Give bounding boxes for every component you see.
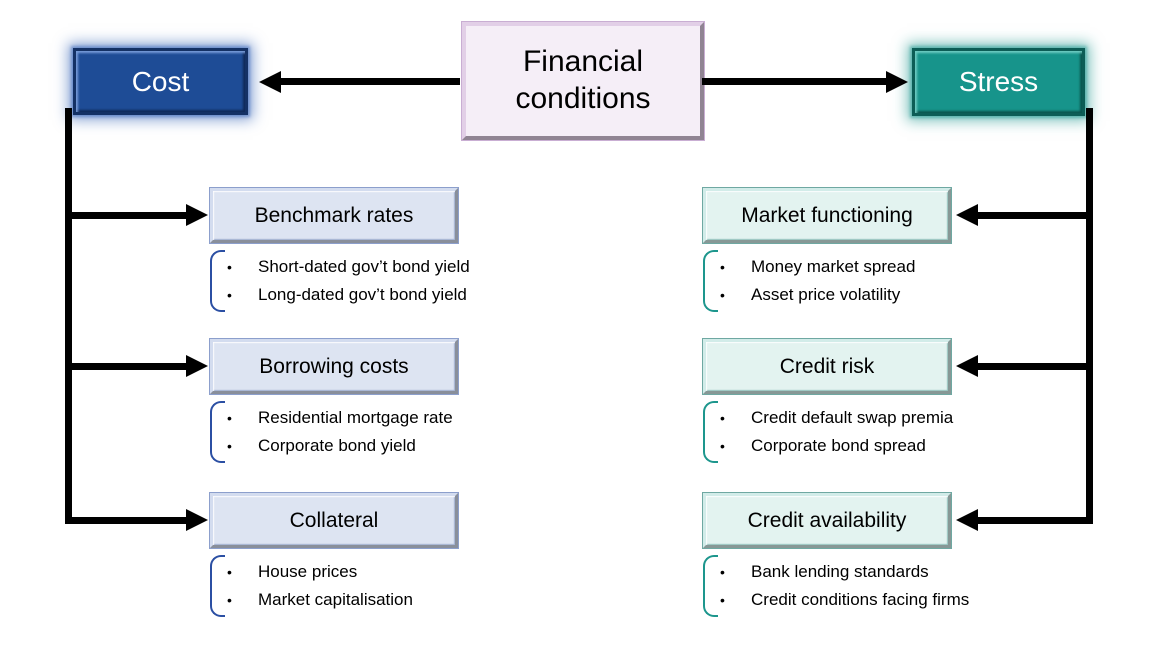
category-title: Credit risk [779,354,875,378]
category-box: Credit risk [703,339,951,394]
stress-branch-3-shaft [976,517,1093,524]
arrow-left-icon [956,355,978,377]
bullet-icon: • [227,592,232,608]
list-bracket-icon [210,250,225,312]
list-item: •Asset price volatility [720,281,915,309]
financial-conditions-label: Financial conditions [515,45,651,115]
group-benchmark-rates: Benchmark rates •Short-dated gov’t bond … [210,188,470,312]
bullet-icon: • [227,564,232,580]
list-bracket-icon [703,401,718,463]
cost-branch-3-shaft [65,517,188,524]
cost-branch-1-shaft [65,212,188,219]
arrow-right-icon [886,71,908,93]
list-item: •Corporate bond yield [227,432,453,460]
list-item: •Short-dated gov’t bond yield [227,253,470,281]
bullet-icon: • [227,259,232,275]
cost-trunk-line [65,108,72,524]
indicator-list: •Residential mortgage rate •Corporate bo… [210,401,460,463]
stress-node: Stress [912,48,1085,116]
category-box: Market functioning [703,188,951,243]
list-item: •Long-dated gov’t bond yield [227,281,470,309]
bullet-icon: • [720,287,725,303]
list-item: •Market capitalisation [227,586,413,614]
bullet-icon: • [720,564,725,580]
stress-branch-1-shaft [976,212,1093,219]
arrow-root-to-stress-shaft [702,78,888,85]
bullet-icon: • [720,410,725,426]
stress-branch-2-shaft [976,363,1093,370]
bullet-icon: • [227,438,232,454]
list-bracket-icon [703,555,718,617]
indicator-list: •Money market spread •Asset price volati… [703,250,953,312]
category-title: Collateral [289,508,379,532]
category-box: Credit availability [703,493,951,548]
bullet-icon: • [227,410,232,426]
category-title: Borrowing costs [259,354,409,378]
arrow-left-icon [956,204,978,226]
indicator-list: •House prices •Market capitalisation [210,555,460,617]
list-item: •Credit default swap premia [720,404,953,432]
list-bracket-icon [703,250,718,312]
category-box: Benchmark rates [210,188,458,243]
list-item: •House prices [227,558,413,586]
list-item: •Money market spread [720,253,915,281]
indicator-list: •Short-dated gov’t bond yield •Long-date… [210,250,470,312]
category-box: Collateral [210,493,458,548]
list-item: •Corporate bond spread [720,432,953,460]
category-title: Benchmark rates [254,203,414,227]
category-title: Market functioning [741,203,913,227]
category-box: Borrowing costs [210,339,458,394]
list-bracket-icon [210,401,225,463]
cost-node: Cost [73,48,248,115]
stress-trunk-line [1086,108,1093,524]
group-borrowing-costs: Borrowing costs •Residential mortgage ra… [210,339,460,463]
group-credit-risk: Credit risk •Credit default swap premia … [703,339,953,463]
stress-label: Stress [958,66,1039,97]
arrow-right-icon [186,355,208,377]
bullet-icon: • [720,438,725,454]
group-collateral: Collateral •House prices •Market capital… [210,493,460,617]
bullet-icon: • [720,259,725,275]
bullet-icon: • [227,287,232,303]
indicator-list: •Credit default swap premia •Corporate b… [703,401,953,463]
arrow-root-to-cost-shaft [278,78,460,85]
list-bracket-icon [210,555,225,617]
cost-label: Cost [131,65,190,97]
arrow-left-icon [956,509,978,531]
list-item: •Residential mortgage rate [227,404,453,432]
category-title: Credit availability [747,508,907,532]
arrow-right-icon [186,204,208,226]
arrow-right-icon [186,509,208,531]
bullet-icon: • [720,592,725,608]
financial-conditions-node: Financial conditions [462,22,704,140]
cost-branch-2-shaft [65,363,188,370]
list-item: •Credit conditions facing firms [720,586,969,614]
indicator-list: •Bank lending standards •Credit conditio… [703,555,969,617]
arrow-left-icon [259,71,281,93]
list-item: •Bank lending standards [720,558,969,586]
group-market-functioning: Market functioning •Money market spread … [703,188,953,312]
group-credit-availability: Credit availability •Bank lending standa… [703,493,969,617]
